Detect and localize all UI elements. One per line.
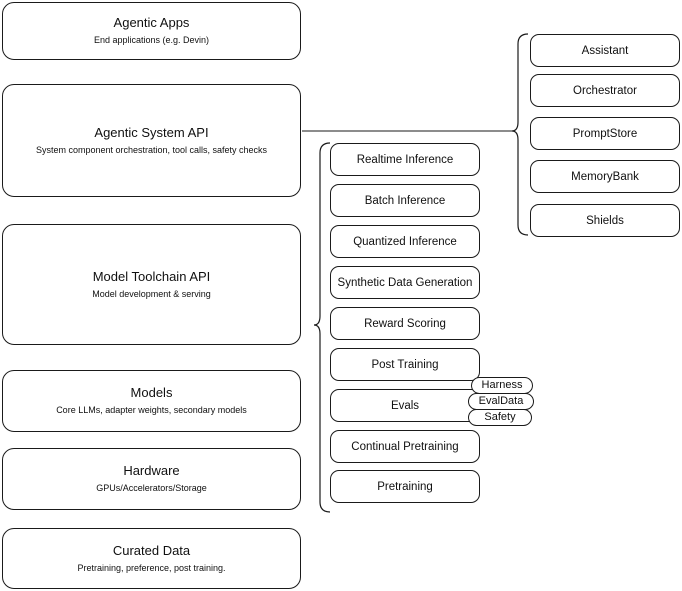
capability-label: Quantized Inference [353, 235, 457, 248]
capability-label: Synthetic Data Generation [337, 276, 473, 289]
component-memorybank[interactable]: MemoryBank [530, 160, 680, 193]
capability-label: Pretraining [377, 480, 433, 493]
evals-tag-label: Safety [484, 411, 516, 423]
evals-tag-label: Harness [481, 379, 523, 391]
component-label: Orchestrator [573, 84, 637, 97]
layer-subtitle: GPUs/Accelerators/Storage [96, 483, 207, 493]
evals-tag-label: EvalData [478, 395, 524, 407]
capability-label: Evals [390, 399, 420, 412]
layer-curated-data[interactable]: Curated Data Pretraining, preference, po… [2, 528, 301, 589]
component-promptstore[interactable]: PromptStore [530, 117, 680, 150]
layer-title: Agentic Apps [113, 15, 190, 30]
component-assistant[interactable]: Assistant [530, 34, 680, 67]
layer-title: Model Toolchain API [92, 268, 211, 284]
capability-label: Batch Inference [364, 194, 446, 207]
component-label: PromptStore [572, 127, 638, 140]
evals-tag-safety[interactable]: Safety [468, 409, 532, 426]
capability-continual-pretraining[interactable]: Continual Pretraining [330, 430, 480, 463]
evals-tag-evaldata[interactable]: EvalData [468, 393, 534, 410]
layer-model-toolchain-api[interactable]: Model Toolchain API Model development & … [2, 224, 301, 345]
layer-agentic-system-api[interactable]: Agentic System API System component orch… [2, 84, 301, 197]
layer-subtitle: System component orchestration, tool cal… [35, 144, 268, 155]
capability-label: Continual Pretraining [351, 440, 459, 453]
evals-tag-harness[interactable]: Harness [471, 377, 533, 394]
capability-post-training[interactable]: Post Training [330, 348, 480, 381]
capability-label: Post Training [371, 358, 439, 371]
layer-title: Agentic System API [94, 124, 209, 140]
capability-label: Reward Scoring [364, 317, 446, 330]
capability-pretraining[interactable]: Pretraining [330, 470, 480, 503]
layer-models[interactable]: Models Core LLMs, adapter weights, secon… [2, 370, 301, 432]
capability-synthetic-data-generation[interactable]: Synthetic Data Generation [330, 266, 480, 299]
capability-quantized-inference[interactable]: Quantized Inference [330, 225, 480, 258]
layer-agentic-apps[interactable]: Agentic Apps End applications (e.g. Devi… [2, 2, 301, 60]
layer-hardware[interactable]: Hardware GPUs/Accelerators/Storage [2, 448, 301, 510]
component-label: MemoryBank [571, 170, 639, 183]
component-shields[interactable]: Shields [530, 204, 680, 237]
layer-title: Curated Data [112, 542, 191, 558]
component-label: Assistant [581, 44, 629, 57]
component-label: Shields [586, 214, 624, 227]
capability-reward-scoring[interactable]: Reward Scoring [330, 307, 480, 340]
layer-title: Models [130, 385, 173, 400]
capability-label: Realtime Inference [356, 153, 454, 166]
layer-subtitle: Model development & serving [92, 288, 211, 299]
layer-subtitle: Pretraining, preference, post training. [77, 562, 226, 573]
system-components-bracket [511, 33, 529, 236]
component-orchestrator[interactable]: Orchestrator [530, 74, 680, 107]
toolchain-capabilities-bracket [313, 142, 331, 513]
layer-subtitle: End applications (e.g. Devin) [93, 35, 210, 45]
layer-title: Hardware [123, 463, 180, 478]
capability-batch-inference[interactable]: Batch Inference [330, 184, 480, 217]
layer-subtitle: Core LLMs, adapter weights, secondary mo… [56, 405, 247, 415]
capability-realtime-inference[interactable]: Realtime Inference [330, 143, 480, 176]
capability-evals[interactable]: Evals [330, 389, 480, 422]
